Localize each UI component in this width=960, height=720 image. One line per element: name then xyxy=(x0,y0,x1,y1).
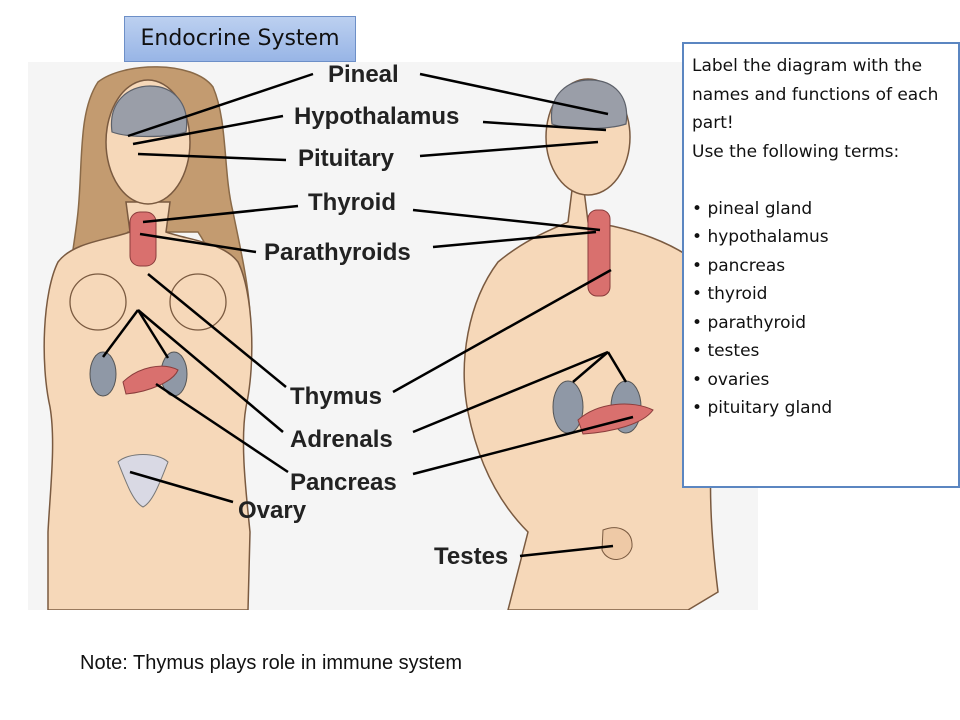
male-left-kidney xyxy=(552,380,584,434)
page-title: Endocrine System xyxy=(124,16,356,62)
male-thyroid xyxy=(587,209,611,297)
male-figure xyxy=(463,78,726,610)
label-hypothalamus: Hypothalamus xyxy=(294,103,459,130)
female-body xyxy=(43,201,253,610)
leader-lines xyxy=(101,72,634,558)
term-item: pituitary gland xyxy=(692,394,952,423)
label-thyroid: Thyroid xyxy=(308,189,396,216)
female-left-kidney xyxy=(89,351,117,397)
female-figure xyxy=(43,66,253,610)
female-thyroid xyxy=(129,211,157,267)
female-uterus xyxy=(117,454,169,508)
term-item: thyroid xyxy=(692,280,952,309)
label-pituitary: Pituitary xyxy=(298,145,395,172)
female-right-breast xyxy=(169,273,227,331)
instructions-box: Label the diagram with the names and fun… xyxy=(682,42,960,488)
female-left-breast xyxy=(69,273,127,331)
endocrine-diagram: Pineal Hypothalamus Pituitary Thyroid Pa… xyxy=(28,62,758,610)
term-item: pancreas xyxy=(692,252,952,281)
term-item: testes xyxy=(692,337,952,366)
label-parathyroids: Parathyroids xyxy=(264,239,411,266)
instructions-line2: Use the following terms: xyxy=(692,141,900,162)
term-item: parathyroid xyxy=(692,309,952,338)
male-genitals xyxy=(601,527,633,560)
label-pancreas: Pancreas xyxy=(290,469,397,496)
terms-list: pineal gland hypothalamus pancreas thyro… xyxy=(692,195,952,423)
label-testes: Testes xyxy=(434,543,508,570)
label-adrenals: Adrenals xyxy=(290,426,393,453)
instructions-line1: Label the diagram with the names and fun… xyxy=(692,56,939,133)
label-thymus: Thymus xyxy=(290,383,382,410)
female-pancreas xyxy=(122,365,179,395)
term-item: ovaries xyxy=(692,366,952,395)
term-item: pineal gland xyxy=(692,195,952,224)
label-pineal: Pineal xyxy=(328,62,399,88)
label-ovary: Ovary xyxy=(238,497,307,524)
term-item: hypothalamus xyxy=(692,223,952,252)
footer-note: Note: Thymus plays role in immune system xyxy=(80,652,462,674)
